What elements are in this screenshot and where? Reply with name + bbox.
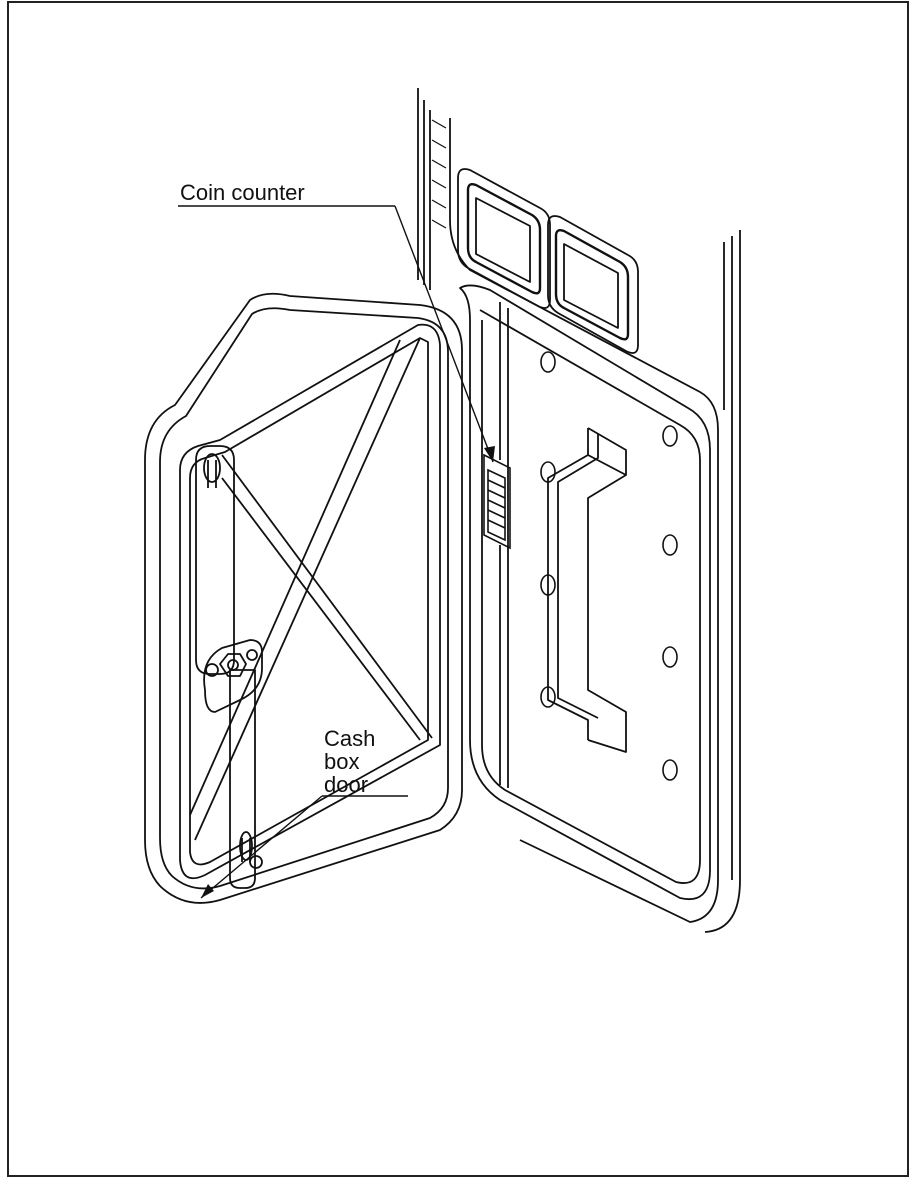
label-cash-line1: Cash xyxy=(324,726,375,751)
cash-box-door-leader xyxy=(200,795,323,899)
label-coin-counter: Coin counter xyxy=(180,180,305,205)
leader-lines xyxy=(178,205,494,899)
door-latch-linkage xyxy=(195,445,263,889)
cabinet-body xyxy=(417,88,741,933)
label-cash-line3: door xyxy=(324,772,368,797)
coin-button-right xyxy=(547,215,639,354)
coin-counter-leader xyxy=(394,205,494,463)
panel-screw-holes xyxy=(540,351,678,781)
cash-box-handle xyxy=(547,427,627,753)
page-frame xyxy=(7,1,909,1177)
arrow-heads xyxy=(201,446,495,898)
coin-counter xyxy=(483,453,511,550)
label-cash-line2: box xyxy=(324,749,359,774)
coin-counter-arrow xyxy=(484,446,495,462)
cash-box-door-arrow xyxy=(201,884,214,898)
cash-box-door xyxy=(144,292,463,904)
coin-button-left xyxy=(457,168,551,309)
